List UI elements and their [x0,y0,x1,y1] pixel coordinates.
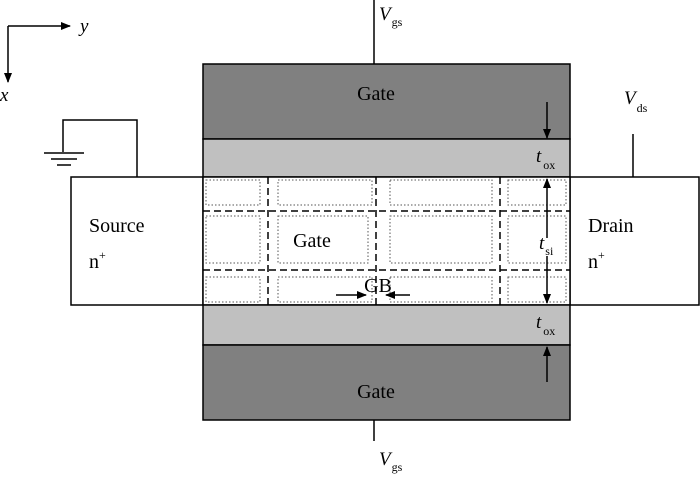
top-gate [202,63,571,140]
grain-boundaries [203,177,570,305]
grain-label: Gate [293,230,331,252]
grain [389,179,493,206]
x-axis-label: x [0,85,9,106]
silicon-channel [202,176,571,306]
drain-region [569,176,700,306]
axis-indicator: y x [0,16,89,106]
grain-structure [205,179,567,303]
bottom-gate-voltage: Vgs [379,449,403,474]
top-oxide [202,138,571,178]
source-doping: n+ [89,248,106,273]
silicon-thickness: tsi [539,233,554,258]
grain [205,215,261,264]
source-region [70,176,204,306]
grain [205,179,261,206]
top-gate-label: Gate [357,83,395,105]
grain [507,215,567,264]
source-label: Source [89,215,145,237]
y-axis-label: y [78,16,89,37]
bottom-gate-label: Gate [357,381,395,403]
ground-symbol [44,119,138,177]
grain [277,215,369,264]
grain [277,179,373,206]
gb-label: GB [364,275,392,297]
drain-doping: n+ [588,248,605,273]
grain [389,215,493,264]
drain-voltage: Vds [624,88,648,115]
grain [277,276,373,303]
top-gate-voltage: Vgs [379,4,403,29]
bottom-gate [202,344,571,421]
bottom-oxide [202,304,571,346]
grain [389,276,493,303]
grain [507,179,567,206]
drain-label: Drain [588,215,634,237]
grain [507,276,567,303]
grain [205,276,261,303]
